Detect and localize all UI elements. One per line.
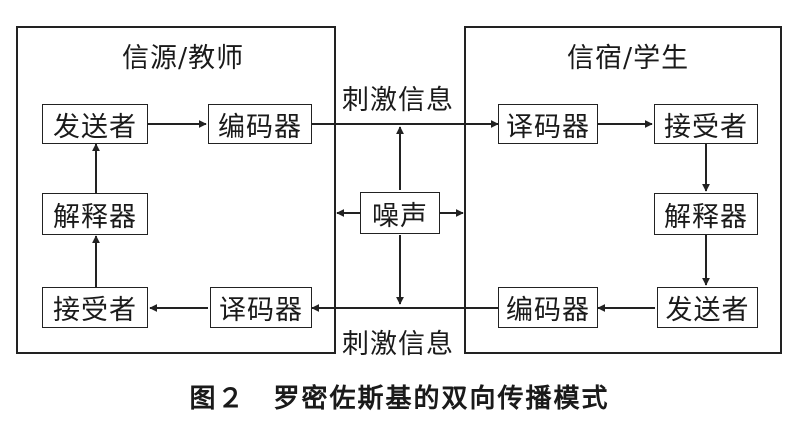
left-encoder-box: 编码器 [208, 104, 312, 144]
left-receiver-box: 接受者 [42, 287, 148, 328]
receiver-student-panel [464, 26, 782, 354]
left-interpreter-box: 解释器 [42, 193, 148, 235]
right-encoder-box: 编码器 [498, 287, 598, 328]
receiver-student-title: 信宿/学生 [567, 43, 690, 74]
right-sender-box: 发送者 [657, 287, 758, 328]
stimulus-label-top: 刺激信息 [342, 78, 454, 117]
left-sender-box: 发送者 [42, 104, 148, 144]
right-receiver-box: 接受者 [654, 104, 758, 144]
figure-caption: 图２ 罗密佐斯基的双向传播模式 [189, 384, 610, 414]
right-decoder-box: 译码器 [498, 104, 598, 144]
stimulus-label-bottom: 刺激信息 [342, 322, 454, 361]
source-teacher-panel [16, 26, 336, 354]
right-interpreter-box: 解释器 [654, 193, 758, 235]
left-decoder-box: 译码器 [210, 287, 312, 328]
noise-box: 噪声 [360, 192, 440, 234]
source-teacher-title: 信源/教师 [122, 43, 245, 74]
